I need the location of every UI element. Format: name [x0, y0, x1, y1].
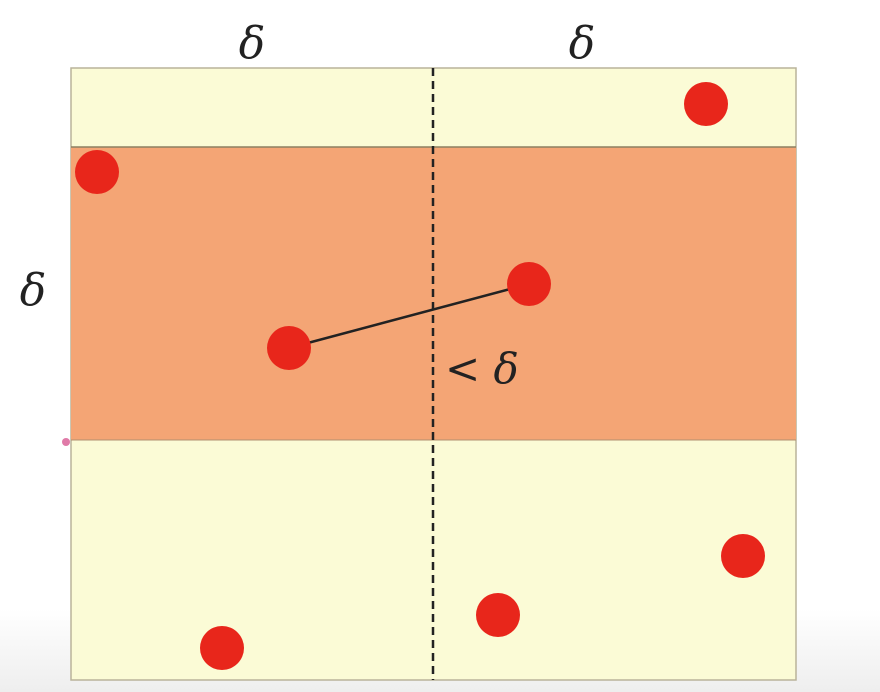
point — [507, 262, 551, 306]
point — [721, 534, 765, 578]
delta-label-side: δ — [20, 265, 47, 316]
point — [267, 326, 311, 370]
point — [476, 593, 520, 637]
point — [684, 82, 728, 126]
cursor-dot — [62, 438, 70, 446]
point — [75, 150, 119, 194]
point — [200, 626, 244, 670]
delta-label-right: δ — [569, 18, 596, 69]
close-pair-segment — [288, 282, 530, 350]
distance-label: < δ — [445, 344, 519, 393]
delta-label-left: δ — [239, 18, 266, 69]
